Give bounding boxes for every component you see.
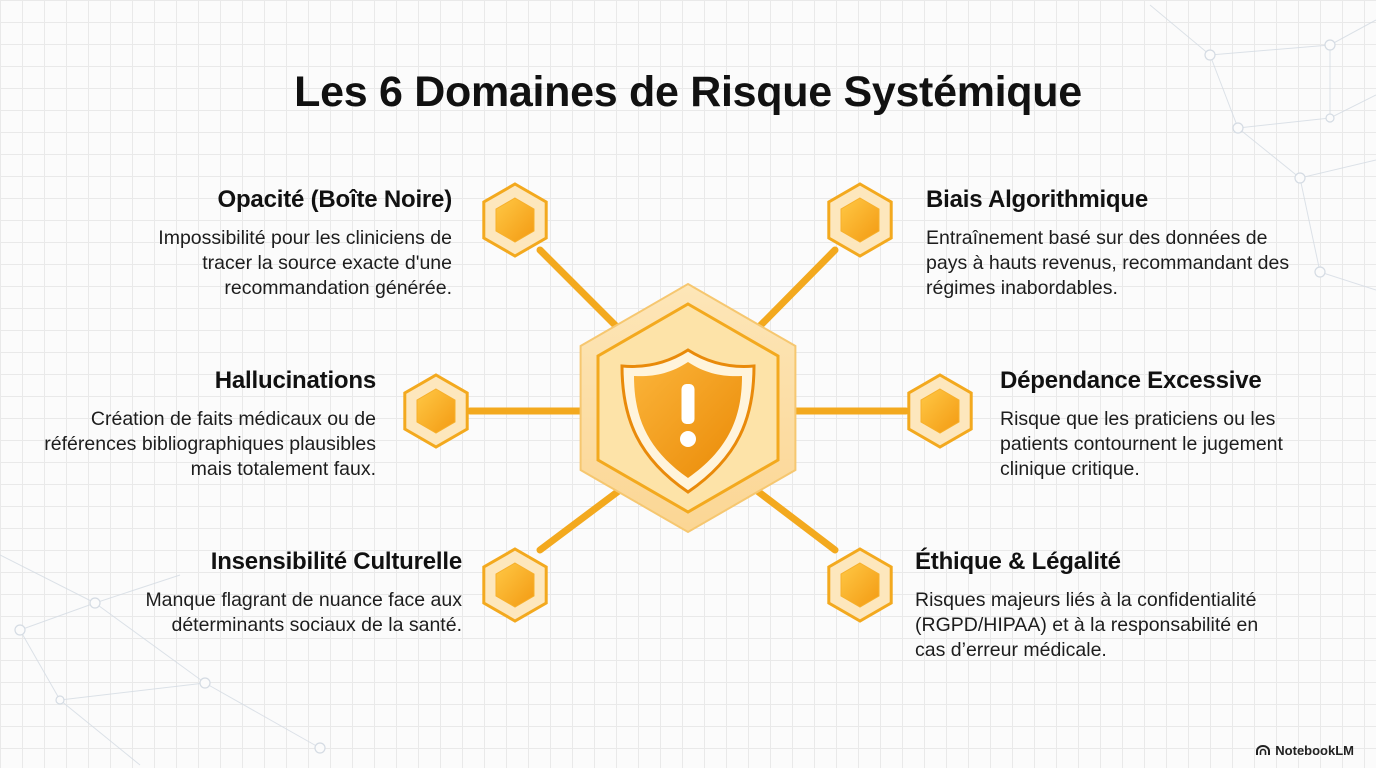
node-opacite: [482, 182, 548, 258]
node-insensibilite: [482, 547, 548, 623]
notebooklm-logo-icon: [1256, 745, 1271, 755]
central-hub: [579, 282, 797, 534]
domain-hallucinations: Hallucinations Création de faits médicau…: [36, 367, 376, 482]
node-ethique: [827, 547, 893, 623]
node-hallucinations: [403, 373, 469, 449]
connector-ethique: [752, 486, 839, 554]
domain-title: Hallucinations: [214, 367, 376, 394]
domain-description: Impossibilité pour les cliniciens de tra…: [158, 227, 452, 299]
node-dependance: [907, 373, 973, 449]
connector-biais: [752, 246, 839, 334]
domain-insensibilite: Insensibilité Culturelle Manque flagrant…: [112, 548, 462, 638]
connector-opacite: [536, 246, 624, 334]
domain-title: Éthique & Légalité: [915, 548, 1121, 575]
domain-description: Risque que les praticiens ou les patient…: [1000, 408, 1283, 480]
domain-description: Création de faits médicaux ou de référen…: [44, 408, 376, 480]
brand-watermark: NotebookLM: [1256, 743, 1354, 758]
domain-biais: Biais Algorithmique Entraînement basé su…: [926, 186, 1296, 301]
domain-description: Entraînement basé sur des données de pay…: [926, 227, 1290, 299]
domain-title: Dépendance Excessive: [1000, 367, 1262, 394]
domain-ethique: Éthique & Légalité Risques majeurs liés …: [915, 548, 1275, 663]
domain-title: Insensibilité Culturelle: [210, 548, 462, 575]
page-title: Les 6 Domaines de Risque Systémique: [294, 68, 1082, 116]
domain-title: Biais Algorithmique: [926, 186, 1148, 213]
brand-label: NotebookLM: [1275, 743, 1354, 758]
domain-dependance: Dépendance Excessive Risque que les prat…: [1000, 367, 1320, 482]
domain-title: Opacité (Boîte Noire): [217, 186, 453, 213]
domain-description: Manque flagrant de nuance face aux déter…: [145, 589, 462, 636]
connector-insensibilite: [536, 486, 624, 554]
node-biais: [827, 182, 893, 258]
domain-opacite: Opacité (Boîte Noire) Impossibilité pour…: [112, 186, 452, 301]
shield-exclamation-icon: [620, 348, 756, 494]
domain-description: Risques majeurs liés à la confidentialit…: [915, 589, 1259, 661]
